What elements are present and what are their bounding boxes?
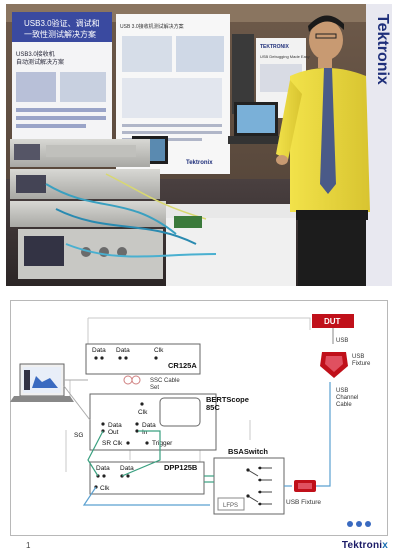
dut-label: DUT <box>324 317 341 326</box>
usb-top-label: USB <box>336 338 348 344</box>
dpp-clk-label: Clk <box>100 485 110 492</box>
ssc-cable-label-1: SSC Cable <box>150 378 180 384</box>
usb-channel-label-1: USB <box>336 388 348 394</box>
dpp125b-label: DPP125B <box>164 463 198 472</box>
cr-clk-label: Clk <box>154 347 164 354</box>
usb-channel-label-3: Cable <box>336 402 352 408</box>
logo-x: x <box>382 540 388 551</box>
trigger-label: Trigger <box>152 440 173 447</box>
bsaswitch-label: BSASwitch <box>228 447 268 456</box>
poster-mid-brand: Tektronix <box>186 160 213 166</box>
laptop-photo <box>228 102 284 144</box>
poster-left: USB3.0验证、调试和 一致性测试解决方案 USB3.0接收机 自动测试解决方… <box>12 12 112 162</box>
booth-sign: Tektronix <box>374 14 391 85</box>
bsaswitch-box: BSASwitch LFPS <box>213 447 285 515</box>
bs-data-out-label-2: Out <box>108 429 119 436</box>
nav-home-icon[interactable] <box>365 521 371 527</box>
sg-label: SG <box>74 432 83 439</box>
nav-back-icon[interactable] <box>347 521 353 527</box>
poster-right-brand: TEKTRONIX <box>260 44 290 50</box>
usb-fixture-top <box>320 352 348 378</box>
usb-fixture-bottom-label: USB Fixture <box>286 499 321 506</box>
dpp-data-2-label: Data <box>120 465 134 472</box>
poster-left-title-1: USB3.0验证、调试和 <box>24 18 100 28</box>
dpp-data-1-label: Data <box>96 465 110 472</box>
bertscope-label-2: 85C <box>206 403 220 412</box>
poster-mid-header: USB 3.0接收机测试解决方案 <box>120 23 184 30</box>
usb-fixture-top-label-2: Fixture <box>352 361 371 367</box>
booth-photo: Tektronix USB3.0验证、调试和 一致性测试解决方案 USB3.0接… <box>6 4 392 286</box>
poster-left-subtitle-1: USB3.0接收机 <box>16 50 55 58</box>
page-mark: 1 <box>26 541 31 550</box>
nav-icons[interactable] <box>347 521 371 527</box>
tektronix-logo: Tektronix <box>342 540 388 551</box>
usb-channel-label-2: Channel <box>336 395 358 401</box>
lfps-label: LFPS <box>223 503 238 509</box>
poster-left-title-2: 一致性测试解决方案 <box>24 29 96 39</box>
bs-data-out-label-1: Data <box>108 422 122 429</box>
dut-block: DUT <box>312 314 354 344</box>
cr125a-label: CR125A <box>168 361 197 370</box>
instrument-stack <box>10 139 166 279</box>
logo-text: Tektroni <box>341 540 383 551</box>
poster-left-subtitle-2: 自动测试解决方案 <box>16 58 64 66</box>
bs-clk-label: Clk <box>138 409 148 416</box>
usb-fixture-top-label-1: USB <box>352 354 364 360</box>
nav-forward-icon[interactable] <box>356 521 362 527</box>
sr-clk-label: SR Clk <box>102 440 123 447</box>
bs-data-in-label-2: In <box>142 429 148 436</box>
usb-fixture-bottom <box>294 480 316 492</box>
cr-data-2-label: Data <box>116 347 130 354</box>
cr-data-1-label: Data <box>92 347 106 354</box>
setup-diagram: Data Data Clk CR125A SSC Cable Set BERTS… <box>10 300 388 536</box>
presenter-person <box>276 15 370 286</box>
bs-data-in-label-1: Data <box>142 422 156 429</box>
laptop-icon <box>10 363 74 402</box>
bertscope-label-1: BERTScope <box>206 395 249 404</box>
bertscope-box: BERTScope 85C Clk Data Out Data In SR Cl… <box>89 393 249 451</box>
ssc-cable-label-2: Set <box>150 385 159 391</box>
dpp125b-box: Data Data Clk DPP125B <box>89 461 205 495</box>
cr125a-box: Data Data Clk CR125A <box>85 343 201 375</box>
poster-right-header: USB Debugging Made Easy <box>260 54 310 59</box>
